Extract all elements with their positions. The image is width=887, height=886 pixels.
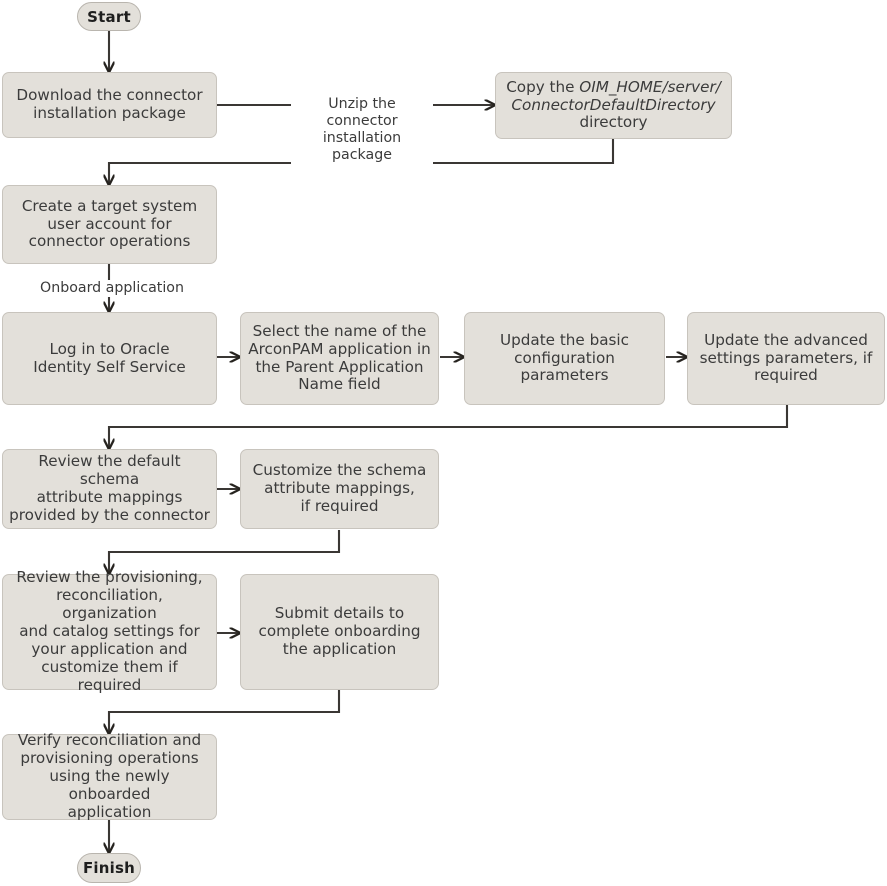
node-review-provisioning-settings-label: Review the provisioning, reconciliation,… xyxy=(16,568,203,694)
node-update-basic-configuration: Update the basic configuration parameter… xyxy=(464,312,665,405)
node-select-application-name: Select the name of the ArconPAM applicat… xyxy=(240,312,439,405)
node-login-identity-self-service: Log in to Oracle Identity Self Service xyxy=(2,312,217,405)
node-create-target-account-label: Create a target system user account for … xyxy=(21,196,198,251)
node-copy-connector-directory-label: Copy the OIM_HOME/server/ ConnectorDefau… xyxy=(506,77,721,132)
node-create-target-account: Create a target system user account for … xyxy=(2,185,217,264)
node-update-advanced-settings: Update the advanced settings parameters,… xyxy=(687,312,885,405)
node-verify-operations-label: Verify reconciliation and provisioning o… xyxy=(17,731,202,821)
node-verify-operations: Verify reconciliation and provisioning o… xyxy=(2,731,217,821)
node-submit-details: Submit details to complete onboarding th… xyxy=(240,574,439,690)
edge-label-unzip: Unzip the connector installation package xyxy=(291,96,433,165)
node-customize-schema-label: Customize the schema attribute mappings,… xyxy=(252,461,427,515)
node-customize-schema: Customize the schema attribute mappings,… xyxy=(240,449,439,529)
terminator-start: Start xyxy=(77,2,141,31)
node-review-provisioning-settings: Review the provisioning, reconciliation,… xyxy=(2,568,217,694)
node-update-advanced-settings-label: Update the advanced settings parameters,… xyxy=(699,330,873,385)
node-review-default-schema-label: Review the default schema attribute mapp… xyxy=(9,452,210,524)
edge-label-onboard-application: Onboard application xyxy=(34,280,190,298)
edge-submit-to-verify xyxy=(109,690,341,733)
node-copy-connector-directory: Copy the OIM_HOME/server/ ConnectorDefau… xyxy=(495,72,732,139)
node-review-default-schema: Review the default schema attribute mapp… xyxy=(2,449,217,529)
terminator-start-label: Start xyxy=(87,7,131,26)
edge-customize-schema-to-review-settings xyxy=(109,530,341,573)
terminator-finish-label: Finish xyxy=(82,859,135,877)
node-download-connector: Download the connector installation pack… xyxy=(2,72,217,138)
node-download-connector-label: Download the connector installation pack… xyxy=(16,86,203,122)
node-select-application-name-label: Select the name of the ArconPAM applicat… xyxy=(248,321,431,394)
node-update-basic-configuration-label: Update the basic configuration parameter… xyxy=(499,330,629,385)
terminator-finish: Finish xyxy=(77,853,141,883)
node-submit-details-label: Submit details to complete onboarding th… xyxy=(258,604,421,658)
edge-advanced-settings-to-review-schema xyxy=(109,405,789,448)
node-login-identity-self-service-label: Log in to Oracle Identity Self Service xyxy=(33,339,186,376)
